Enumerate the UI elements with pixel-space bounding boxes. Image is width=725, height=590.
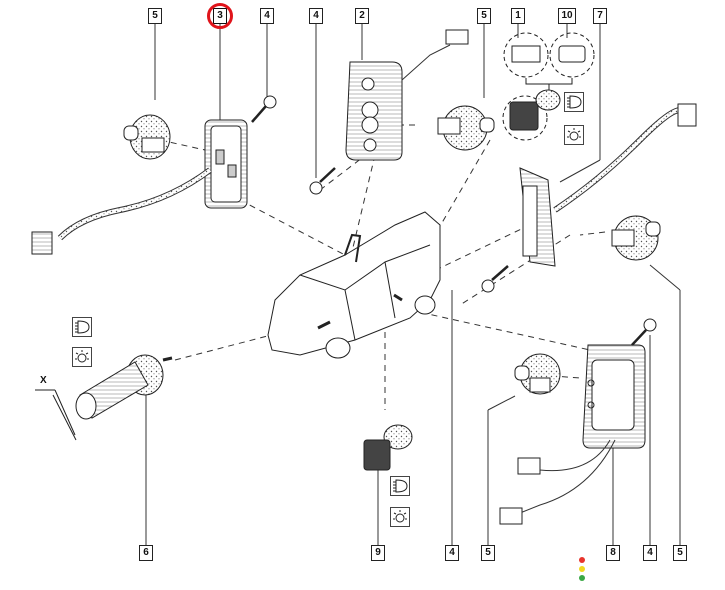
- headlamp-symbol-icon: [390, 476, 410, 496]
- bulb-symbol-icon: [72, 347, 92, 367]
- callout-5[interactable]: 5: [148, 8, 162, 24]
- callout-5[interactable]: 5: [477, 8, 491, 24]
- headlamp-symbol-icon: [564, 92, 584, 112]
- part-4-screw-b: [309, 167, 336, 195]
- part-5-clip-mid: [437, 105, 495, 151]
- headlamp-symbol-icon: [72, 317, 92, 337]
- part-5-clip-left: [123, 114, 171, 160]
- part-switch-top: [502, 89, 561, 141]
- callout-7[interactable]: 7: [593, 8, 607, 24]
- vehicle-outline: [267, 211, 441, 359]
- bulb-symbol-icon: [390, 507, 410, 527]
- connector-outlines: [511, 45, 586, 92]
- part-5-clip-right: [611, 215, 661, 261]
- callout-6[interactable]: 6: [139, 545, 153, 561]
- part-6-bulb-holder: [75, 354, 173, 420]
- bulb-symbol-icon: [564, 125, 584, 145]
- part-3-light-unit: [31, 119, 248, 255]
- part-5-clip-bottom: [514, 353, 561, 395]
- part-4-screw-c: [481, 265, 509, 293]
- callout-4[interactable]: 4: [643, 545, 657, 561]
- status-dot-red: [579, 557, 585, 563]
- callout-3-highlighted[interactable]: 3: [213, 8, 227, 24]
- connector-views-1-10: [503, 32, 595, 78]
- callout-4[interactable]: 4: [260, 8, 274, 24]
- part-8-lamp: [499, 344, 646, 525]
- callout-1[interactable]: 1: [511, 8, 525, 24]
- callout-5[interactable]: 5: [481, 545, 495, 561]
- dimension-x: [35, 389, 77, 441]
- callout-4[interactable]: 4: [309, 8, 323, 24]
- dimension-label: X: [40, 375, 47, 386]
- part-7-lamp: [519, 103, 697, 267]
- part-9-switch: [363, 424, 413, 471]
- callout-10[interactable]: 10: [558, 8, 576, 24]
- status-dot-green: [579, 575, 585, 581]
- callout-8[interactable]: 8: [606, 545, 620, 561]
- status-dot-yellow: [579, 566, 585, 572]
- callout-2[interactable]: 2: [355, 8, 369, 24]
- part-4-screw-a: [251, 95, 277, 123]
- part-2-lamp: [345, 29, 469, 161]
- callout-5[interactable]: 5: [673, 545, 687, 561]
- callout-4[interactable]: 4: [445, 545, 459, 561]
- callout-9[interactable]: 9: [371, 545, 385, 561]
- part-4-screw-d: [631, 318, 657, 346]
